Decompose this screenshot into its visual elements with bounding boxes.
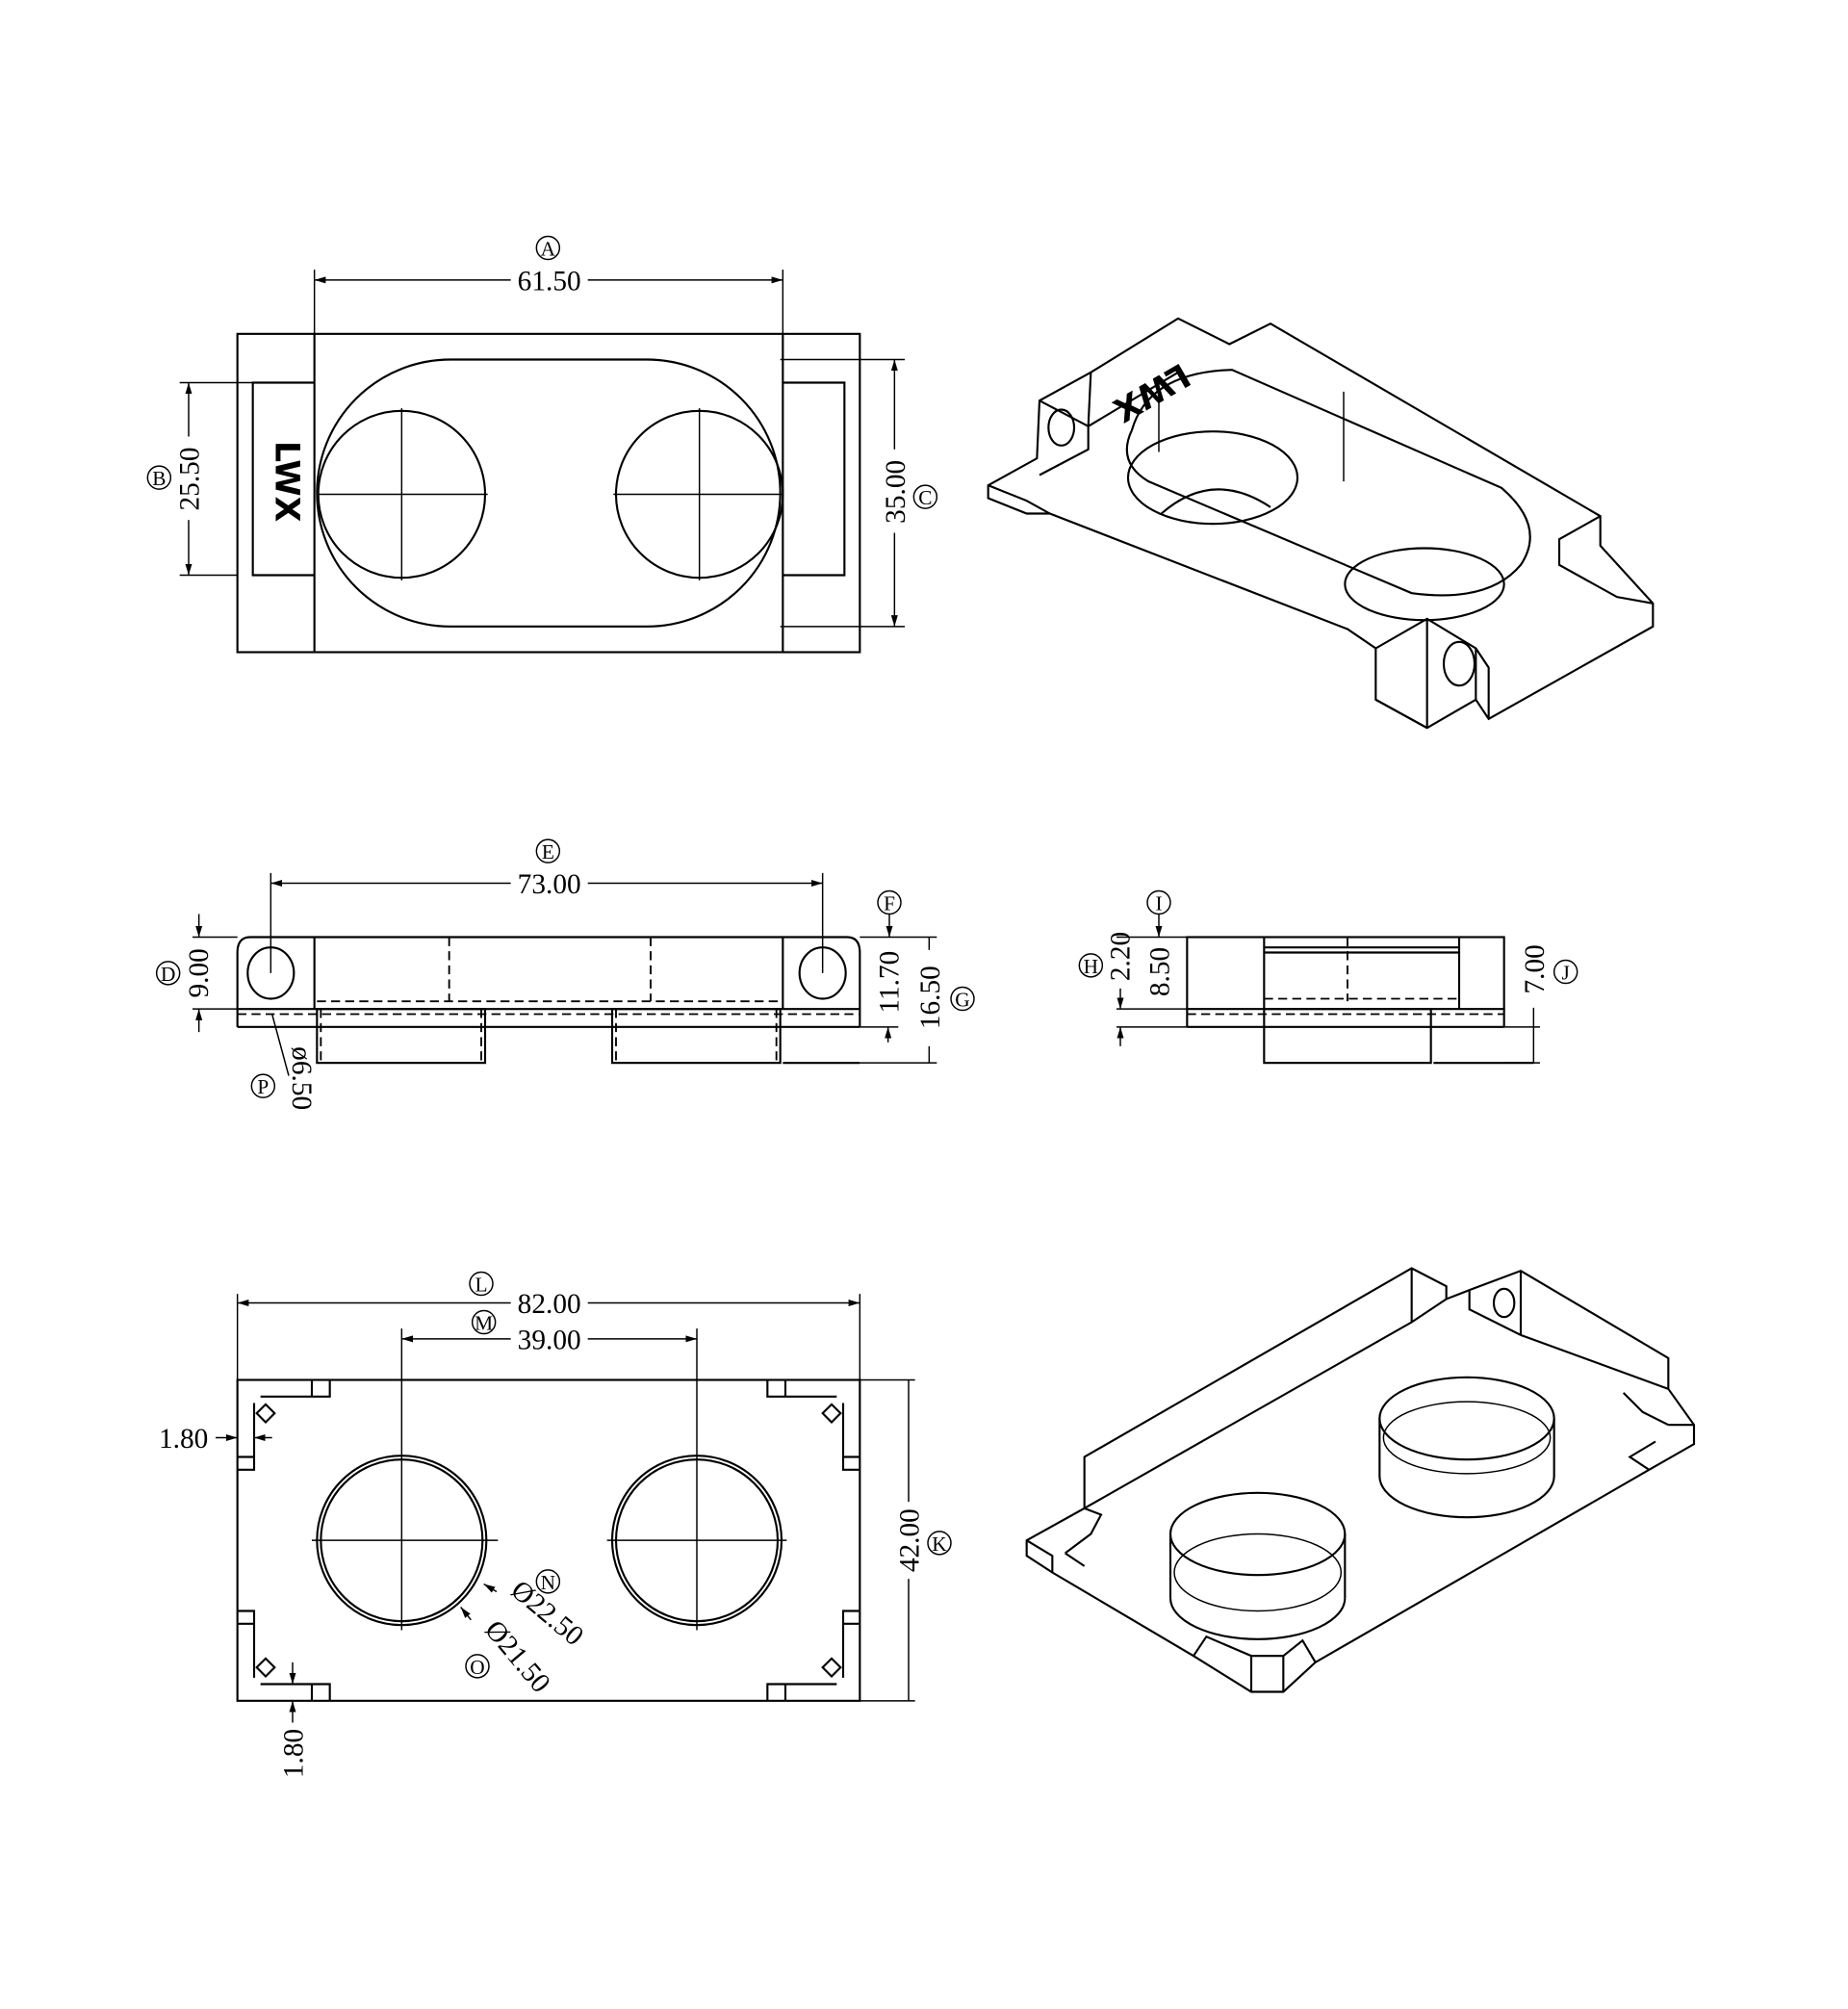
dim-m-value: 39.00 <box>518 1326 581 1356</box>
dim-e-value: 73.00 <box>518 869 581 900</box>
dim-k-tag: K <box>932 1533 947 1556</box>
dim-p-tag: P <box>257 1075 269 1098</box>
front-view: 73.00 E 9.00 D F 11.70 16.50 G P ø6.50 <box>155 838 975 1110</box>
dim-m-tag: M <box>475 1312 493 1335</box>
dim-o-tag: O <box>470 1656 484 1679</box>
dim-a-tag: A <box>541 238 556 261</box>
dim-p-value: ø6.50 <box>286 1046 317 1110</box>
side-view: 2.20 8.50 I H 7.00 J <box>1078 889 1578 1065</box>
isometric-bottom-view <box>1025 1267 1696 1693</box>
top-view: LWX 61.50 A 25.50 B 35.00 C <box>146 235 938 654</box>
dim-n-tag: N <box>541 1571 555 1594</box>
dim-g-value: 16.50 <box>915 966 946 1029</box>
dim-c-tag: C <box>918 486 932 509</box>
bottom-view: 82.00 L 39.00 M 42.00 K 1.80 1.80 Ø22.50… <box>159 1271 952 1778</box>
dim-wall-left: 1.80 <box>159 1424 208 1455</box>
dim-h-tag: H <box>1084 955 1098 978</box>
dim-l-tag: L <box>475 1274 487 1297</box>
dim-j-tag: J <box>1562 962 1570 985</box>
dim-e-tag: E <box>542 840 554 863</box>
isometric-top-view: LWX <box>987 317 1655 730</box>
dim-l-value: 82.00 <box>518 1289 581 1320</box>
dim-j-value: 7.00 <box>1520 944 1551 993</box>
dim-g-tag: G <box>955 989 969 1012</box>
dim-wall-bottom: 1.80 <box>279 1729 310 1778</box>
dim-k-value: 42.00 <box>895 1508 926 1572</box>
iso-logo-text: LWX <box>1106 355 1195 429</box>
dim-i-value: 2.20 <box>1105 932 1136 981</box>
dim-f-value: 11.70 <box>874 951 905 1014</box>
logo-text: LWX <box>268 441 306 523</box>
dim-f-tag: F <box>884 892 895 915</box>
dim-b-value: 25.50 <box>175 448 206 511</box>
dim-b-tag: B <box>152 467 166 490</box>
dim-d-value: 9.00 <box>184 948 215 997</box>
dim-h-value: 8.50 <box>1145 947 1176 996</box>
dim-a-value: 61.50 <box>518 267 581 297</box>
dim-i-tag: I <box>1155 892 1162 915</box>
dim-d-tag: D <box>161 963 175 986</box>
dim-c-value: 35.00 <box>881 460 911 524</box>
